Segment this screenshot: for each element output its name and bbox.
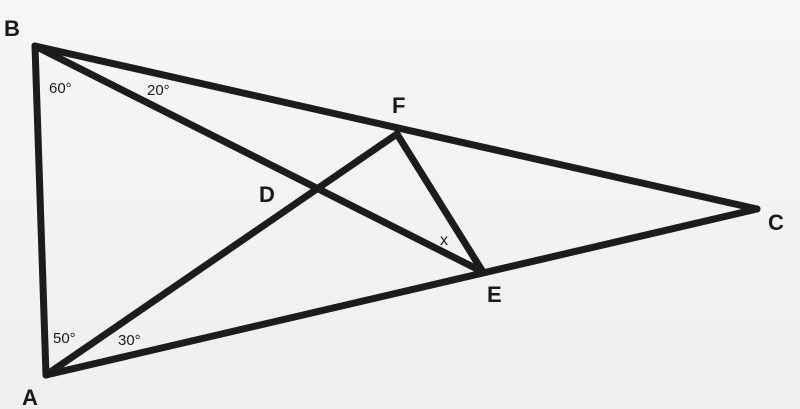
segment-AF (42, 130, 401, 379)
segment-BC (31, 42, 761, 213)
label-point-C: C (768, 210, 784, 235)
segment-AB (31, 42, 50, 379)
label-point-B: B (4, 16, 20, 41)
segment-AC (42, 205, 761, 379)
label-point-D: D (259, 182, 275, 207)
segment-BE (31, 42, 487, 276)
label-angle-B-20: 20° (147, 82, 170, 99)
label-angle-x: x (440, 232, 448, 249)
label-angle-A-30: 30° (118, 332, 141, 349)
segment-FE (393, 130, 487, 276)
label-point-F: F (392, 93, 405, 118)
label-angle-B-60: 60° (49, 80, 72, 97)
label-point-A: A (22, 385, 38, 409)
label-angle-A-50: 50° (53, 330, 76, 347)
label-point-E: E (487, 282, 502, 307)
